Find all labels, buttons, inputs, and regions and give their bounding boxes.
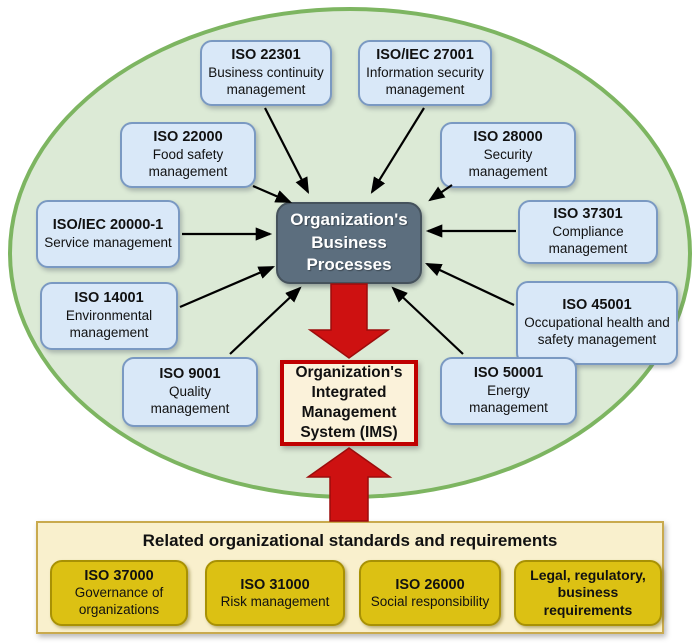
band-box-legal-regulatory: Legal, regulatory, business requirements — [514, 560, 662, 626]
band-label: Governance of organizations — [74, 585, 164, 618]
standard-box-iso-45001: ISO 45001 Occupational health and safety… — [516, 281, 678, 365]
standard-box-iso-14001: ISO 14001 Environmental management — [40, 282, 178, 350]
standard-box-iso-iec-20000-1: ISO/IEC 20000-1 Service management — [36, 200, 180, 268]
standard-code: ISO 9001 — [159, 366, 221, 383]
standard-box-iso-22301: ISO 22301 Business continuity management — [200, 40, 332, 106]
standard-label: Business continuity management — [208, 65, 324, 97]
band-title: Related organizational standards and req… — [142, 531, 558, 550]
band-label: Legal, regulatory, business requirements — [530, 566, 646, 618]
standard-label: Service management — [44, 234, 172, 250]
standard-code: ISO 22301 — [231, 47, 301, 64]
band-code: ISO 26000 — [395, 576, 465, 593]
standard-box-iso-22000: ISO 22000 Food safety management — [120, 122, 256, 188]
standard-label: Energy management — [469, 383, 548, 415]
standard-label: Information security management — [366, 65, 484, 97]
band-box-iso-26000: ISO 26000 Social responsibility — [359, 560, 501, 626]
standard-code: ISO 14001 — [74, 290, 144, 307]
ims-title: Organization's Integrated Management Sys… — [295, 363, 403, 442]
standard-label: Security management — [468, 147, 548, 179]
band-box-iso-31000: ISO 31000 Risk management — [205, 560, 345, 626]
standard-code: ISO/IEC 20000-1 — [52, 216, 164, 233]
standard-code: ISO 22000 — [153, 129, 223, 146]
business-processes-box: Organization's Business Processes — [276, 202, 422, 284]
standard-box-iso-50001: ISO 50001 Energy management — [440, 357, 577, 425]
standard-box-iso-9001: ISO 9001 Quality management — [122, 357, 258, 427]
ims-box: Organization's Integrated Management Sys… — [280, 360, 418, 446]
band-label: Social responsibility — [370, 593, 490, 609]
standard-code: ISO 28000 — [473, 129, 543, 146]
standard-box-iso-iec-27001: ISO/IEC 27001 Information security manag… — [358, 40, 492, 106]
standard-code: ISO 50001 — [473, 365, 544, 382]
standard-label: Food safety management — [148, 147, 228, 179]
standard-box-iso-37301: ISO 37301 Compliance management — [518, 200, 658, 264]
standard-label: Occupational health and safety managemen… — [524, 315, 670, 347]
band-box-iso-37000: ISO 37000 Governance of organizations — [50, 560, 188, 626]
standard-label: Quality management — [150, 384, 230, 416]
band-code: ISO 31000 — [240, 576, 310, 593]
band-code: ISO 37000 — [84, 568, 154, 585]
standard-label: Environmental management — [65, 308, 153, 340]
standard-box-iso-28000: ISO 28000 Security management — [440, 122, 576, 188]
band-label: Risk management — [220, 593, 330, 609]
standard-code: ISO/IEC 27001 — [376, 47, 474, 64]
business-processes-title: Organization's Business Processes — [290, 209, 408, 275]
standard-label: Compliance management — [548, 224, 628, 256]
related-standards-band: Related organizational standards and req… — [36, 521, 664, 634]
standard-code: ISO 45001 — [562, 297, 632, 314]
standard-code: ISO 37301 — [553, 206, 623, 223]
